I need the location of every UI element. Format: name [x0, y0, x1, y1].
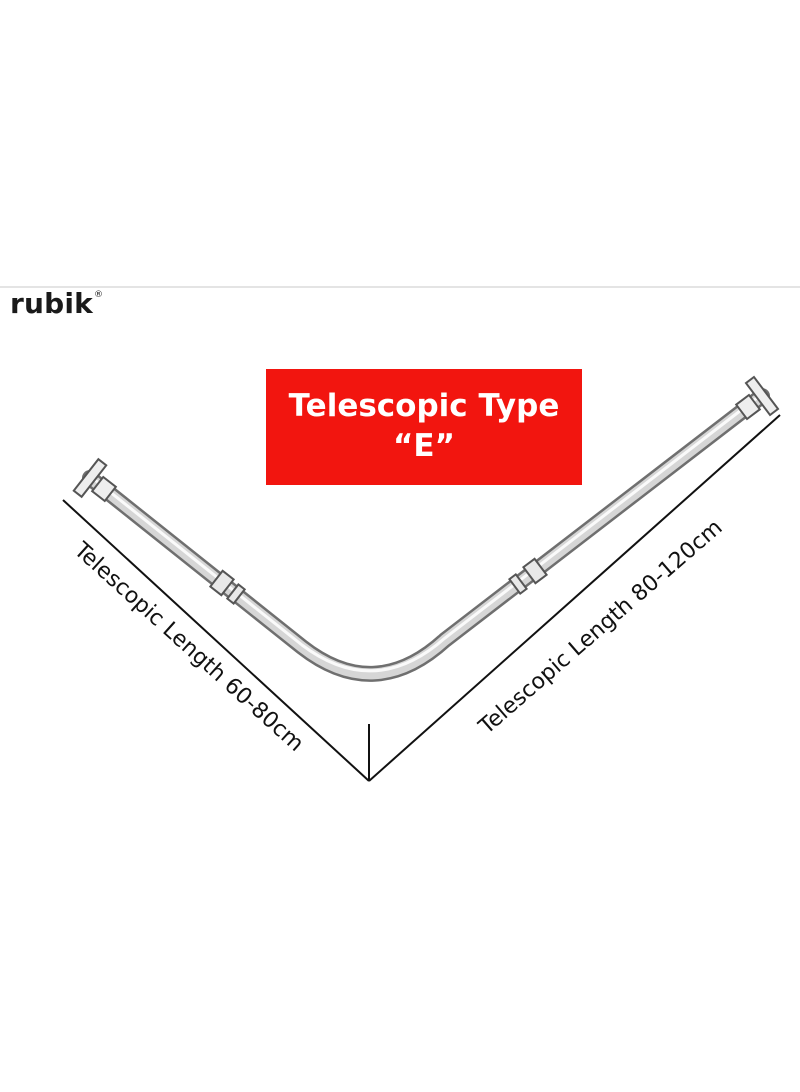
brand-name: rubik	[10, 287, 94, 320]
rod-joint-left	[208, 569, 247, 605]
type-label-line1: Telescopic Type	[288, 388, 560, 424]
right-wall-flange-icon	[734, 375, 780, 421]
registered-mark: ®	[94, 290, 104, 300]
left-dimension-line	[62, 499, 370, 782]
right-dimension-label: Telescopic Length 80-120cm	[474, 515, 728, 740]
dimension-lines	[62, 414, 781, 782]
right-dimension-line	[368, 414, 781, 782]
left-dimension-label: Telescopic Length 60-80cm	[68, 537, 308, 757]
left-wall-flange-icon	[72, 457, 118, 503]
l-shaped-shower-rod-icon	[72, 375, 780, 682]
rod-joint-right	[507, 557, 549, 595]
brand-logo: rubik®	[10, 290, 103, 318]
top-divider	[0, 286, 800, 288]
type-label-box: Telescopic Type “E”	[266, 369, 582, 485]
type-label-line2: “E”	[393, 428, 455, 464]
